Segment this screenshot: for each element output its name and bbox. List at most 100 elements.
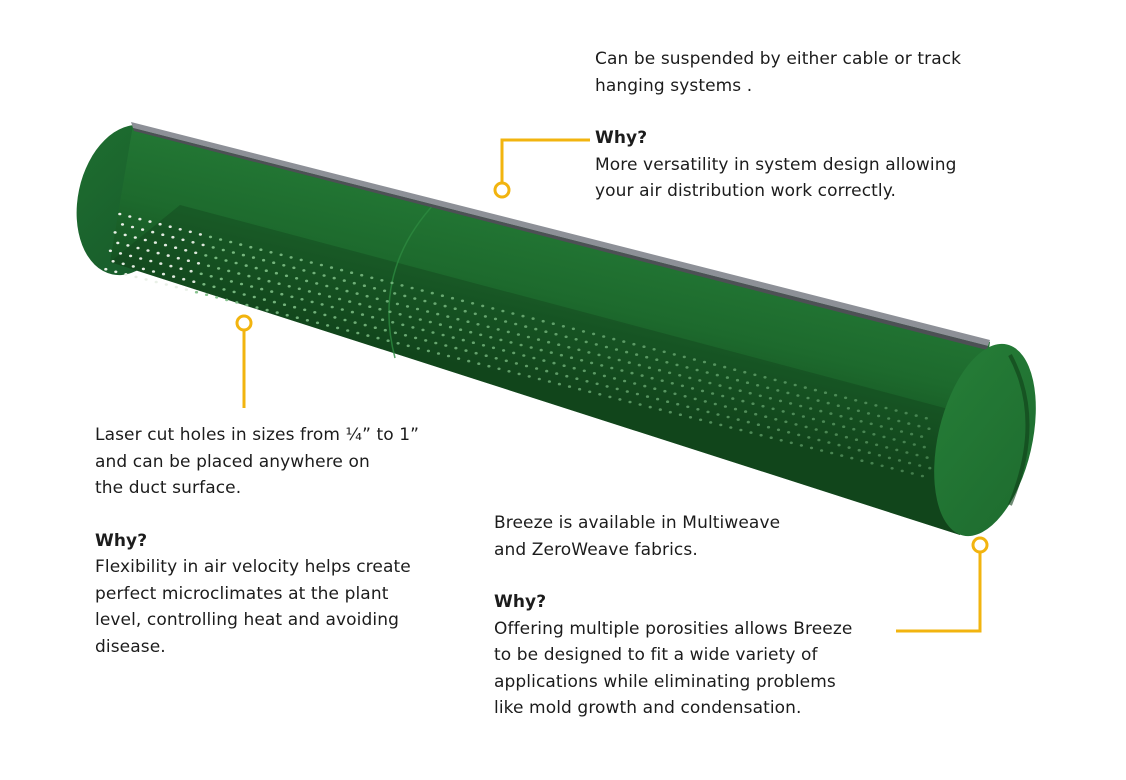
- perforation-hole: [914, 414, 918, 417]
- perforation-hole: [610, 366, 614, 370]
- perforation-hole: [326, 324, 330, 327]
- perforation-hole: [206, 264, 211, 268]
- perforation-hole: [342, 279, 346, 282]
- perforation-hole: [436, 352, 441, 355]
- perforation-hole: [713, 402, 717, 406]
- perforation-hole: [567, 346, 571, 349]
- perforation-hole: [575, 377, 579, 381]
- perforation-hole: [466, 320, 470, 324]
- perforation-hole: [829, 412, 833, 415]
- callout-left-line-2: and can be placed anywhere on: [95, 451, 370, 472]
- perforation-hole: [474, 351, 478, 355]
- perforation-hole: [481, 304, 485, 308]
- perforation-hole: [552, 361, 556, 365]
- perforation-hole: [826, 401, 830, 405]
- perforation-hole: [847, 446, 851, 449]
- perforation-hole: [476, 323, 480, 326]
- perforation-hole: [773, 378, 777, 382]
- perforation-hole: [744, 410, 748, 413]
- callout-bottom-why-line-2: to be designed to fit a wide variety of: [494, 645, 818, 665]
- perforation-hole: [917, 424, 921, 428]
- perforation-hole: [166, 254, 170, 257]
- perforation-hole: [481, 344, 486, 347]
- perforation-hole: [229, 280, 233, 283]
- perforation-hole: [438, 323, 442, 326]
- perforation-hole: [424, 339, 428, 342]
- perforation-hole: [647, 366, 652, 370]
- perforation-hole: [293, 305, 297, 309]
- perforation-hole: [373, 326, 377, 330]
- perforation-hole: [537, 377, 541, 381]
- perforation-hole: [287, 285, 291, 288]
- perforation-hole: [245, 303, 249, 307]
- perforation-hole: [302, 269, 306, 272]
- perforation-hole: [862, 430, 866, 434]
- perforation-hole: [320, 303, 324, 306]
- perforation-hole: [194, 251, 198, 255]
- callout-top-why-line-1: More versatility in system design allowi…: [595, 154, 957, 175]
- perforation-hole: [161, 233, 165, 236]
- perforation-hole: [509, 341, 513, 344]
- perforation-hole: [653, 387, 657, 391]
- perforation-hole: [385, 300, 389, 303]
- perforation-hole: [660, 379, 664, 383]
- perforation-hole: [842, 425, 846, 429]
- perforation-hole: [188, 230, 192, 234]
- perforation-hole: [688, 416, 693, 419]
- perforation-hole: [814, 428, 818, 431]
- callout-top-why-label: Why?: [595, 128, 648, 148]
- perforation-hole: [796, 394, 800, 397]
- perforation-hole: [420, 289, 424, 292]
- perforation-hole: [179, 267, 183, 271]
- perforation-hole: [756, 423, 761, 427]
- perforation-hole: [219, 277, 223, 281]
- perforation-hole: [774, 418, 778, 421]
- perforation-hole: [549, 351, 553, 354]
- perforation-hole: [340, 308, 344, 311]
- perforation-hole: [421, 328, 425, 332]
- perforation-hole: [820, 449, 824, 452]
- perforation-hole: [327, 295, 332, 298]
- perforation-hole: [403, 334, 408, 337]
- perforation-hole: [778, 399, 783, 403]
- perforation-hole: [535, 367, 539, 370]
- perforation-hole: [764, 415, 768, 419]
- callout-left: Laser cut holes in sizes from ¼” to 1” a…: [95, 422, 455, 660]
- perforation-hole: [910, 472, 914, 475]
- perforation-hole: [280, 292, 284, 296]
- perforation-hole: [215, 296, 219, 299]
- perforation-hole: [702, 360, 707, 364]
- perforation-hole: [771, 407, 775, 411]
- perforation-hole: [526, 335, 531, 339]
- perforation-hole: [578, 387, 582, 391]
- perforation-hole: [251, 256, 256, 259]
- perforation-hole: [381, 318, 385, 322]
- perforation-hole: [454, 346, 458, 350]
- perforation-hole: [635, 353, 639, 356]
- callout-bottom-why-label: Why?: [494, 592, 547, 612]
- perforation-hole: [705, 371, 709, 374]
- perforation-hole: [410, 286, 414, 290]
- perforation-hole: [725, 376, 730, 379]
- perforation-hole: [832, 422, 836, 426]
- perforation-hole: [797, 433, 801, 437]
- perforation-hole: [151, 230, 155, 234]
- perforation-hole: [471, 302, 475, 305]
- perforation-hole: [201, 243, 205, 247]
- callout-top-why-line-2: your air distribution work correctly.: [595, 181, 896, 201]
- perforation-hole: [184, 249, 188, 252]
- perforation-hole: [186, 259, 190, 263]
- perforation-hole: [683, 395, 687, 398]
- perforation-hole: [581, 330, 586, 333]
- perforation-hole: [676, 402, 680, 406]
- perforation-hole: [300, 298, 304, 301]
- perforation-hole: [358, 302, 362, 306]
- perforation-hole: [723, 365, 727, 369]
- perforation-hole: [813, 388, 818, 392]
- perforation-hole: [362, 284, 366, 288]
- perforation-hole: [594, 343, 598, 346]
- perforation-hole: [136, 246, 140, 250]
- perforation-hole: [580, 359, 584, 362]
- perforation-hole: [600, 364, 604, 367]
- perforation-hole: [703, 400, 707, 403]
